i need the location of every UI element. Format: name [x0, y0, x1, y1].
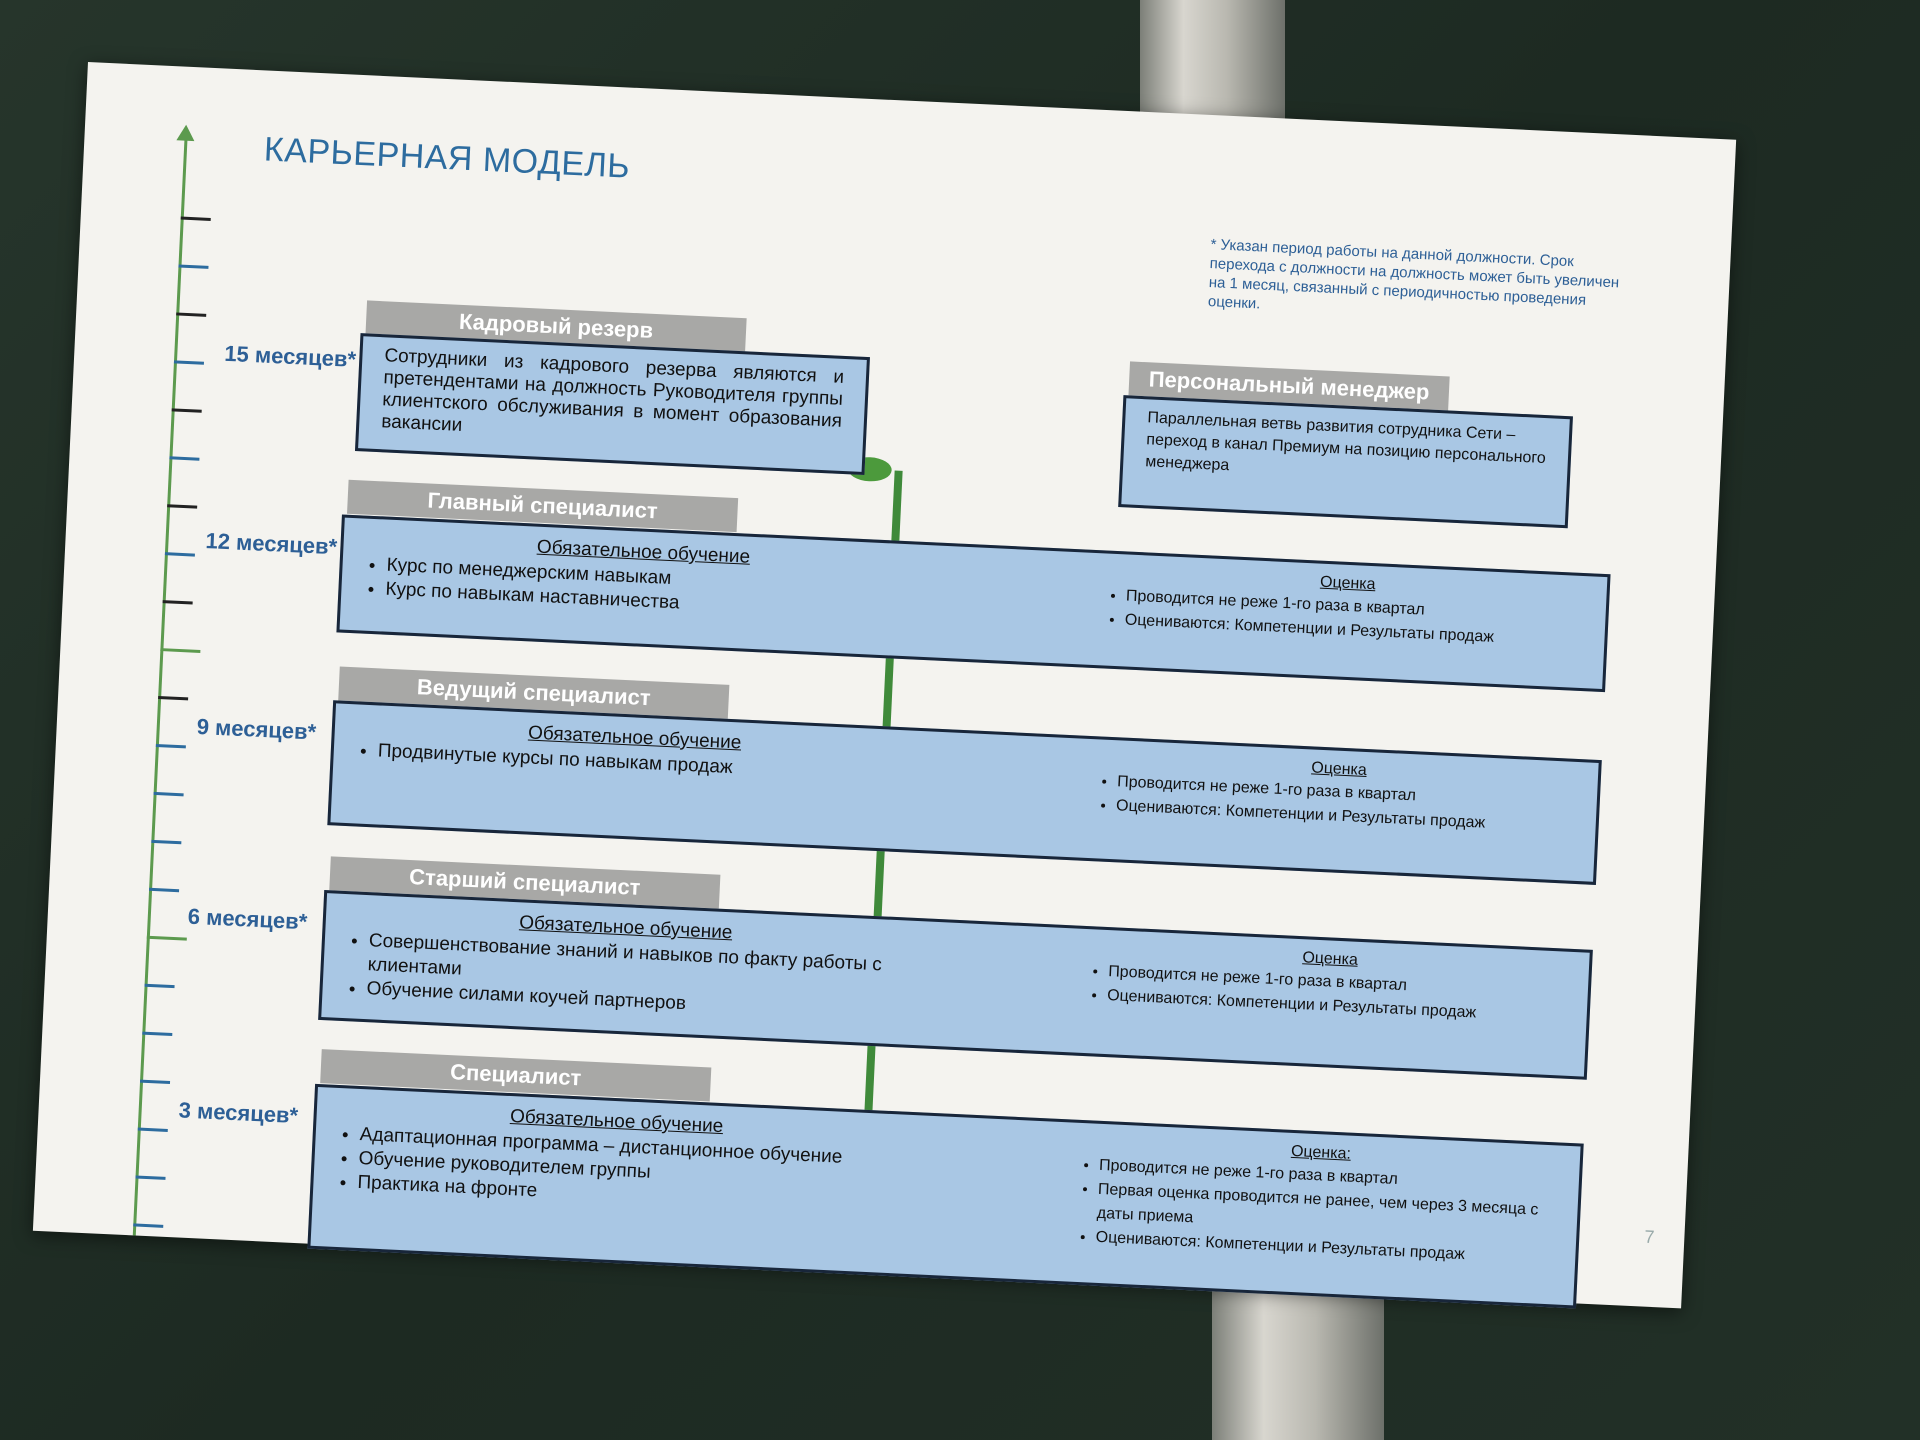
manager-text: Параллельная ветвь развития сотрудника С…: [1144, 409, 1547, 475]
axis-tick: [164, 552, 195, 557]
page-number: 7: [1643, 1226, 1655, 1248]
axis-tick: [155, 743, 186, 749]
tier-months: 6 месяцев*: [187, 903, 308, 935]
page-title: КАРЬЕРНАЯ МОДЕЛЬ: [263, 130, 631, 186]
tier-months: 9 месяцев*: [196, 713, 317, 745]
axis-tick: [173, 360, 205, 365]
axis-tick: [160, 648, 201, 653]
reserve-text: Сотрудники из кадрового резерва являются…: [380, 345, 845, 437]
axis-tick: [137, 1127, 168, 1132]
training-column: Обязательное обучение Адаптационная прог…: [333, 1098, 897, 1220]
manager-box: Параллельная ветвь развития сотрудника С…: [1118, 395, 1573, 529]
training-column: Обязательное обучение Совершенствование …: [342, 904, 906, 1026]
training-column: Обязательное обучение Курс по менеджерск…: [361, 529, 924, 627]
reserve-box: Сотрудники из кадрового резерва являются…: [354, 333, 870, 476]
axis-tick: [142, 1031, 173, 1037]
axis-tick: [169, 456, 200, 461]
axis-tick: [149, 887, 180, 893]
tier-months: 12 месяцев*: [204, 528, 338, 560]
axis-tick: [180, 216, 211, 221]
evaluation-column: Оценка Проводится не реже 1-го раза в кв…: [1092, 749, 1585, 840]
evaluation-column: Оценка Проводится не реже 1-го раза в кв…: [1100, 563, 1593, 654]
axis-tick: [176, 312, 207, 317]
axis-tick: [144, 983, 175, 989]
axis-tick: [162, 600, 193, 605]
axis-tick: [151, 839, 182, 845]
training-column: Обязательное обучение Продвинутые курсы …: [353, 714, 915, 788]
axis-tick: [135, 1175, 166, 1180]
months-reserve: 15 месяцев*: [223, 340, 357, 372]
career-model-sheet: КАРЬЕРНАЯ МОДЕЛЬ * Указан период работы …: [32, 62, 1737, 1309]
evaluation-column: Оценка Проводится не реже 1-го раза в кв…: [1083, 939, 1576, 1030]
axis-tick: [171, 408, 202, 413]
axis-tick: [139, 1079, 171, 1084]
axis-tick: [178, 264, 209, 269]
tier-box: Обязательное обучение Адаптационная прог…: [307, 1083, 1584, 1309]
axis-tick: [167, 504, 198, 509]
axis-tick: [153, 791, 184, 797]
tier-months: 3 месяцев*: [178, 1097, 299, 1129]
evaluation-column: Оценка: Проводится не реже 1-го раза в к…: [1071, 1133, 1566, 1272]
axis-tick: [158, 696, 189, 701]
axis-tick: [146, 935, 187, 941]
axis-tick: [133, 1223, 164, 1228]
time-axis: [132, 136, 188, 1236]
footnote: * Указан период работы на данной должнос…: [1207, 236, 1620, 313]
